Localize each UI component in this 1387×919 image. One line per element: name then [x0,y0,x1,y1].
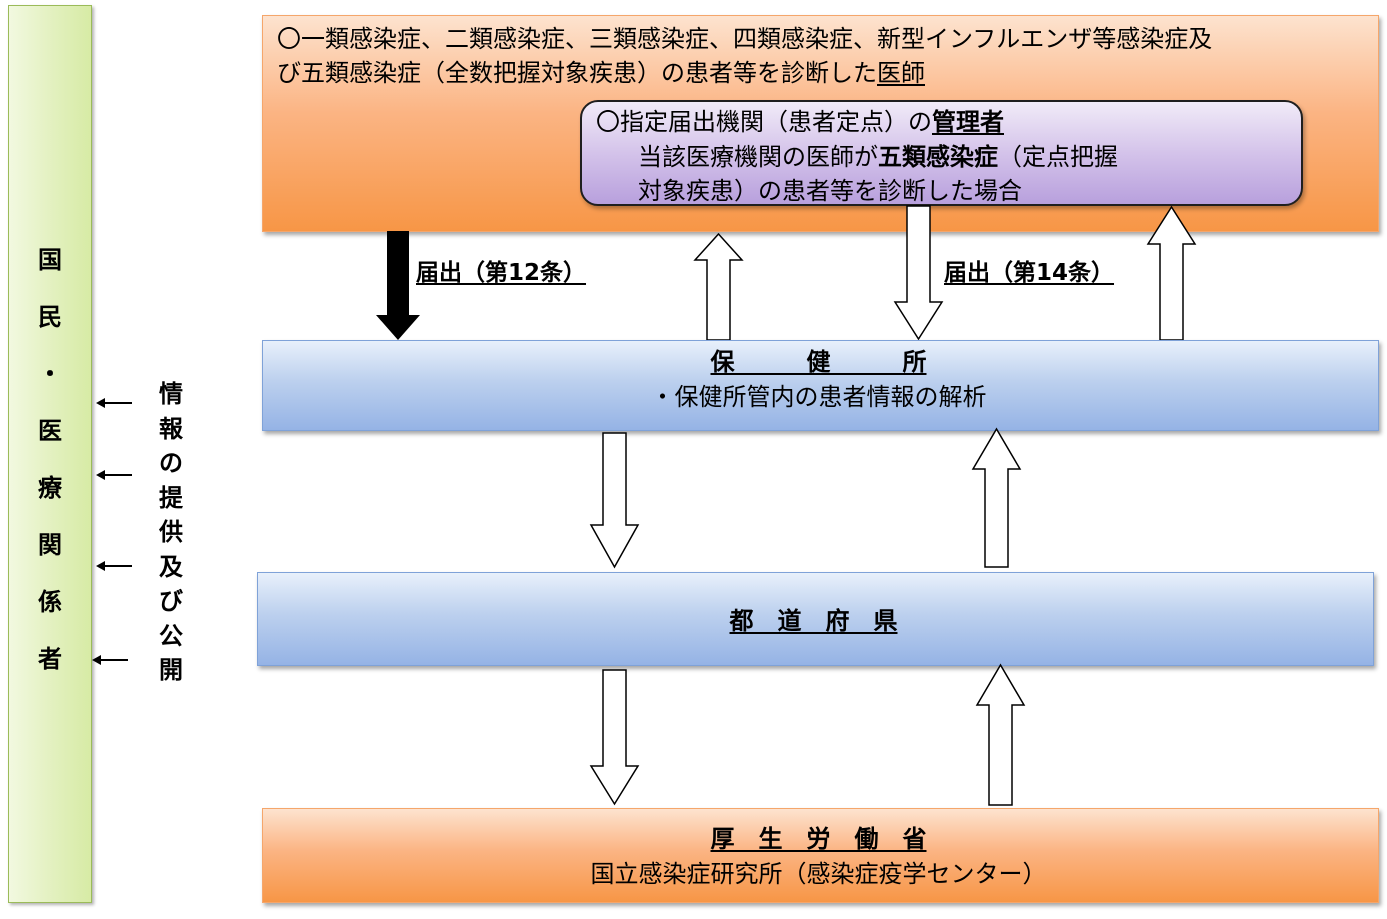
mhlw-box [262,808,1379,903]
info-arrow-1 [96,398,132,408]
sentinel-line2-prefix: 当該医療機関の医師が [638,143,878,171]
sentinel-institution-box [580,100,1303,206]
sentinel-manager-emph: 管理者 [932,108,1004,136]
notify-12-arrow [376,231,420,340]
doctors-text-line2: び五類感染症（全数把握対象疾患）の患者等を診断した医師 [277,61,925,85]
mhlw-title: 厚 生 労 働 省 [710,825,927,853]
sentinel-line1: 〇指定届出機関（患者定点）の管理者 [596,110,1004,134]
prefecture-box [257,572,1374,666]
pref-to-hc-arrow [971,427,1022,568]
health-center-box [262,340,1379,431]
sentinel-category5-emph: 五類感染症 [878,143,998,171]
feedback-arrow-up-1 [693,232,744,341]
notify-14-label: 届出（第14条） [944,260,1115,286]
hc-to-pref-arrow [589,432,640,569]
pref-to-mhlw-arrow [589,669,640,806]
sentinel-line1-prefix: 〇指定届出機関（患者定点）の [596,108,932,136]
doctors-text-line2-prefix: び五類感染症（全数把握対象疾患）の患者等を診断した [277,59,877,87]
niid-subtitle: 国立感染症研究所（感染症疫学センター） [590,860,1047,888]
citizens-medical-label: 国 民 ・ 医 療 関 係 者 [38,246,62,673]
health-center-subtitle: ・保健所管内の患者情報の解析 [650,383,987,411]
doctors-text-line1: 〇一類感染症、二類感染症、三類感染症、四類感染症、新型インフルエンザ等感染症及 [277,25,1213,53]
info-arrow-4 [92,655,128,665]
sentinel-line2: 当該医療機関の医師が五類感染症（定点把握 [638,145,1118,169]
sentinel-line3: 対象疾患）の患者等を診断した場合 [638,177,1022,205]
citizens-medical-panel [8,5,92,903]
info-arrow-3 [96,561,132,571]
prefecture-title: 都 道 府 県 [729,607,898,635]
mhlw-to-pref-arrow [975,663,1026,806]
notify-14-arrow [893,205,944,341]
feedback-arrow-up-2 [1146,205,1197,341]
sentinel-line2-suffix: （定点把握 [998,143,1118,171]
info-arrow-2 [96,470,132,480]
health-center-title: 保 健 所 [710,348,927,376]
doctors-emph: 医師 [877,59,925,87]
notify-12-label: 届出（第12条） [416,260,587,286]
info-provision-label: 情 報 の 提 供 及 び 公 開 [159,380,183,684]
